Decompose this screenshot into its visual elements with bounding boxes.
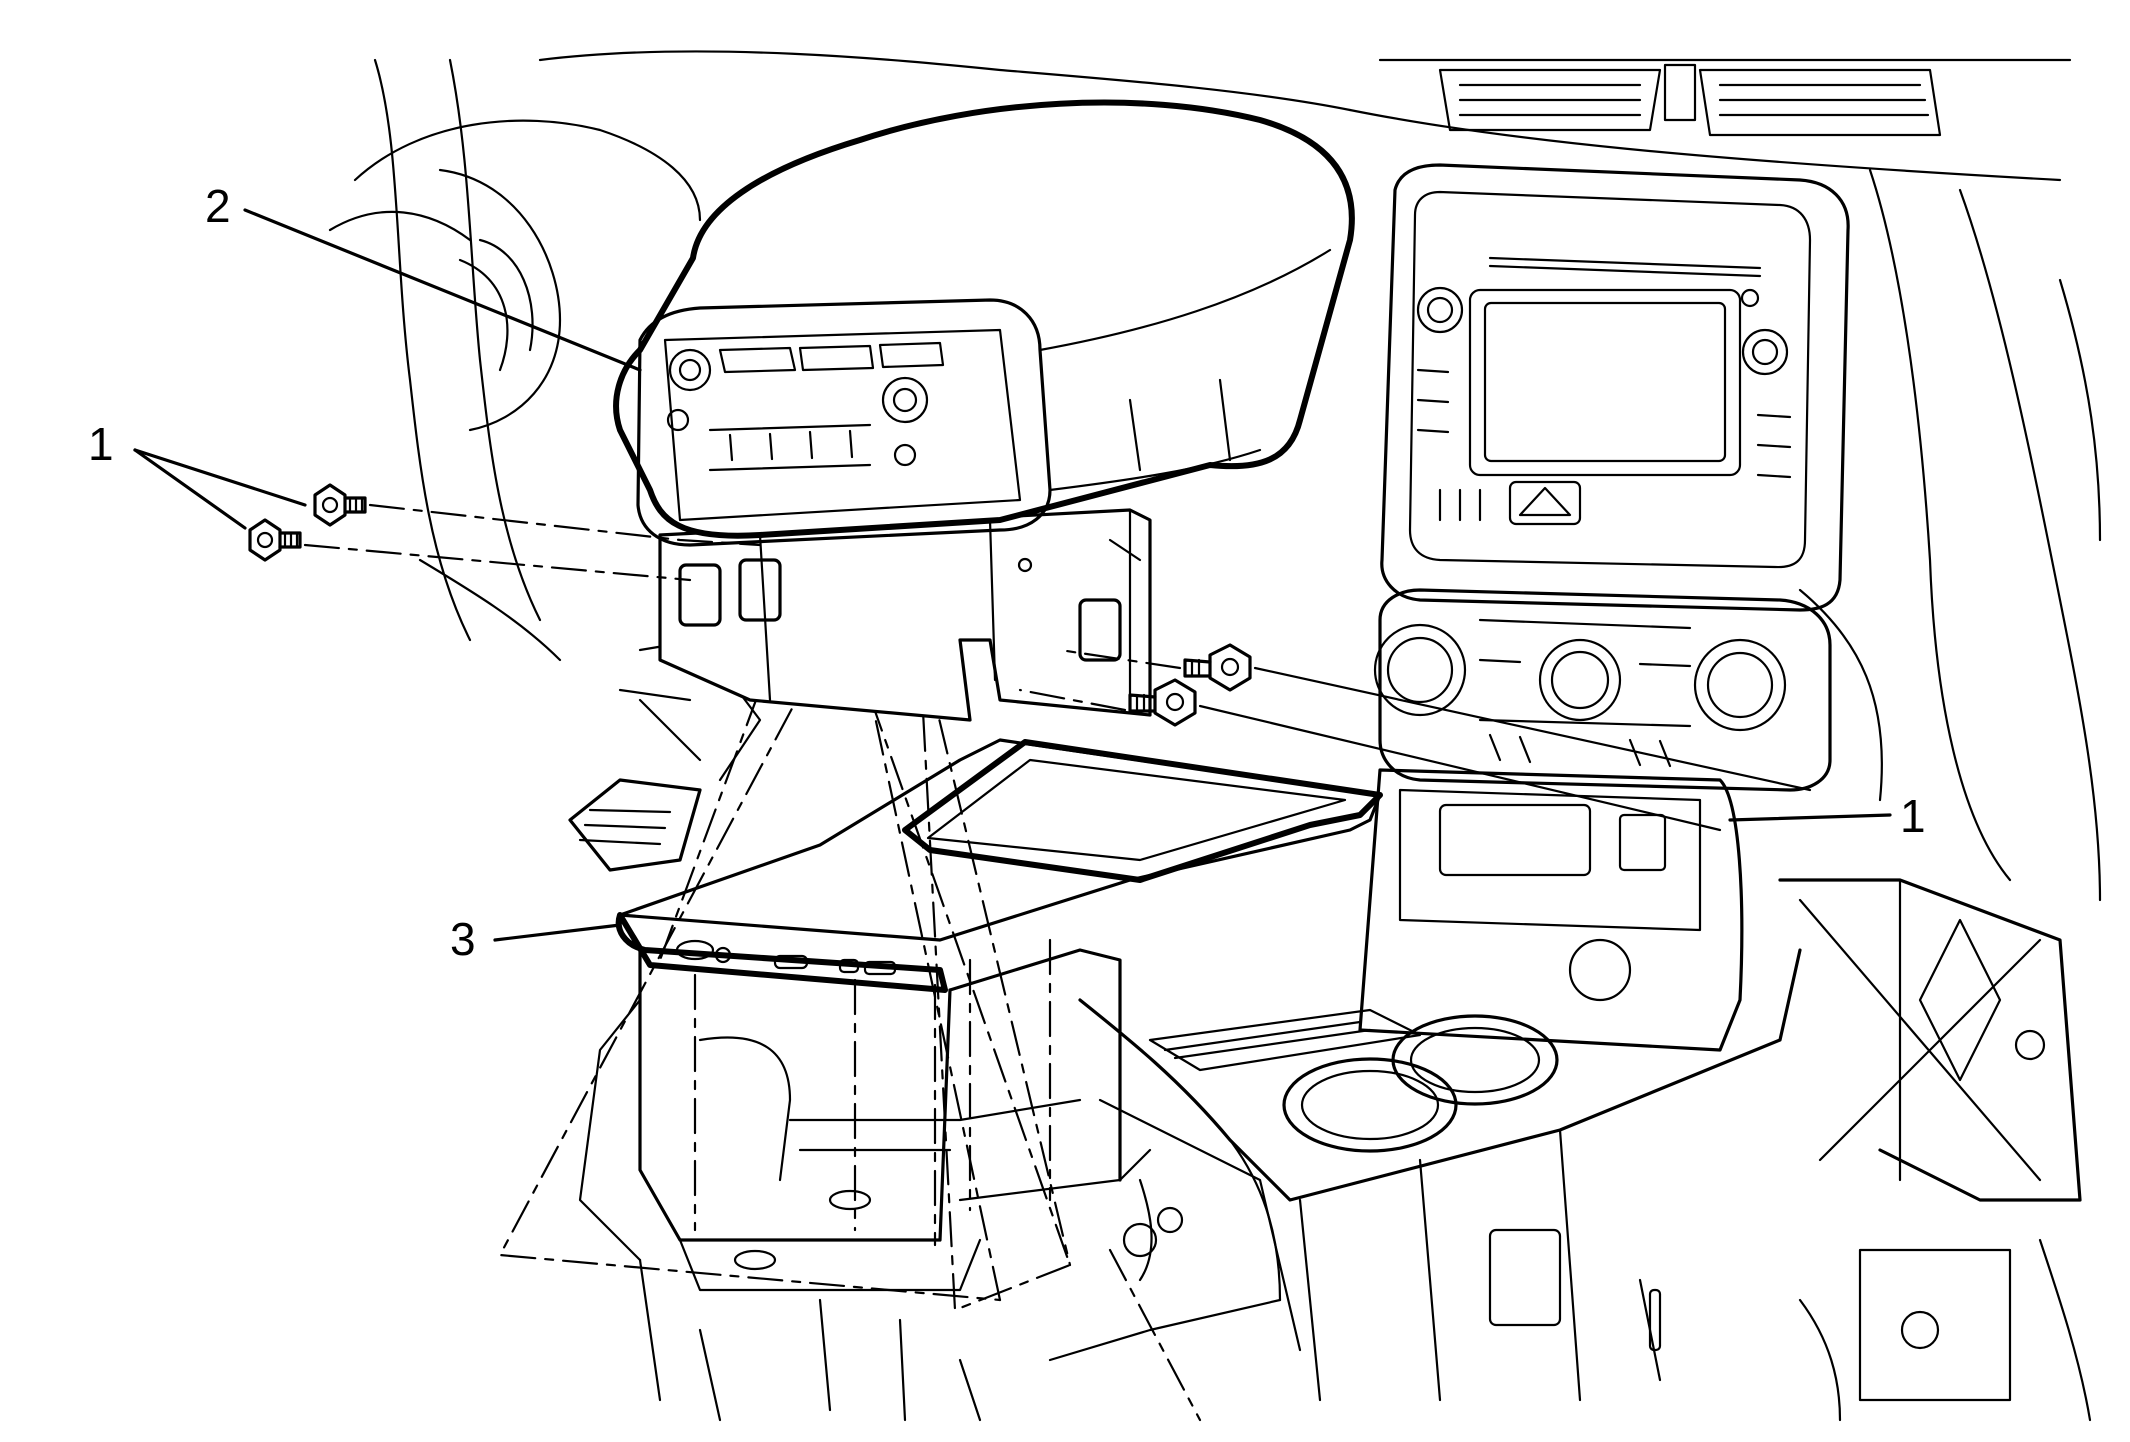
callout-labels: 1 2 3 1: [88, 180, 1926, 965]
callout-2: 2: [205, 180, 231, 232]
leader-1-upper-bolt: [133, 448, 307, 507]
leader-1-right: [1728, 813, 1892, 822]
console-storage-bin: [578, 738, 1383, 1292]
leader-1-lower-bolt: [133, 448, 247, 530]
callout-leaders: [133, 208, 1892, 942]
bolt-left-upper: [313, 483, 367, 527]
console-trim-armrest: [613, 99, 1355, 722]
bolts-right: [1128, 643, 1252, 727]
alignment-guide-lines: [498, 598, 1202, 1422]
callout-3: 3: [450, 913, 476, 965]
bolt-trajectory-lines: [303, 503, 1812, 832]
bolt-right-upper: [1183, 643, 1252, 692]
instrument-panel-background: [328, 50, 2102, 902]
leader-3: [493, 923, 622, 942]
bolts-left: [248, 483, 367, 562]
bolt-left-lower: [248, 518, 302, 562]
callout-1-left: 1: [88, 418, 114, 470]
center-console-base: [638, 768, 2092, 1422]
leader-2: [243, 208, 642, 372]
callout-1-right: 1: [1900, 790, 1926, 842]
bolt-right-lower: [1128, 678, 1197, 727]
